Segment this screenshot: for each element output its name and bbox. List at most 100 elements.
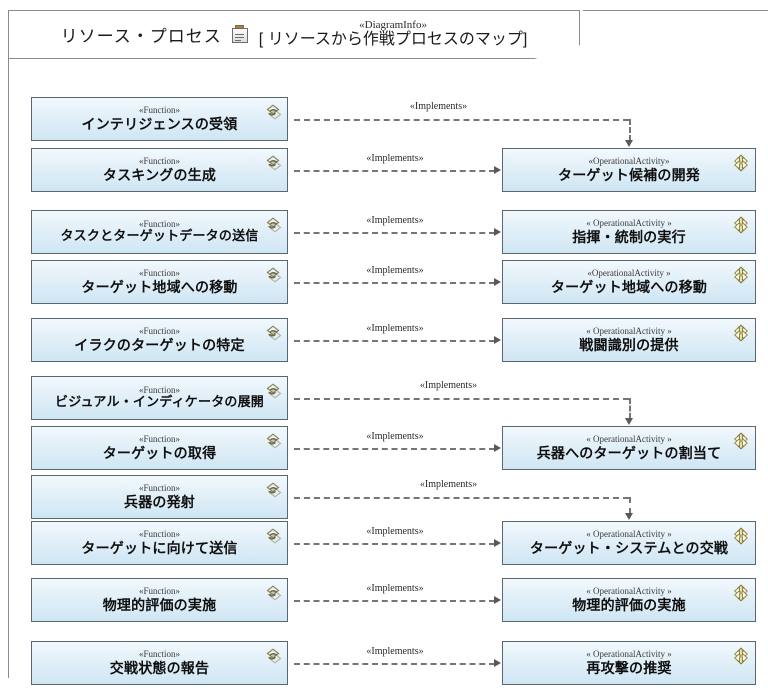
activity-stereotype: « OperationalActivity » <box>586 529 672 540</box>
connector-label: «Implements» <box>366 265 424 276</box>
connector-arrowhead <box>494 659 501 667</box>
operational-activity-icon <box>731 526 751 546</box>
connector-line <box>294 282 495 284</box>
connector-label: «Implements» <box>366 583 424 594</box>
operational-activity-node[interactable]: « OperationalActivity »ターゲット・システムとの交戦 <box>502 521 756 565</box>
operational-activity-icon <box>731 215 751 235</box>
function-stereotype: «Function» <box>138 218 180 229</box>
function-node[interactable]: «Function»インテリジェンスの受領 <box>31 97 288 141</box>
function-node[interactable]: «Function»ビジュアル・インディケータの展開 <box>31 376 288 420</box>
connector-arrowhead <box>494 444 501 452</box>
function-stereotype: «Function» <box>138 384 180 395</box>
connector-arrowhead <box>494 539 501 547</box>
operational-activity-icon <box>731 646 751 666</box>
function-label: 交戦状態の報告 <box>109 659 210 676</box>
function-icon <box>263 265 283 285</box>
connector-label: «Implements» <box>419 380 478 391</box>
connector-line <box>294 448 495 450</box>
activity-stereotype: «OperationalActivity» <box>588 156 670 167</box>
function-icon <box>263 153 283 173</box>
operational-activity-node[interactable]: «OperationalActivity»ターゲット候補の開発 <box>502 148 756 192</box>
operational-activity-node[interactable]: « OperationalActivity »戦闘識別の提供 <box>502 318 756 362</box>
operational-activity-node[interactable]: « OperationalActivity »物理的評価の実施 <box>502 578 756 622</box>
function-node[interactable]: «Function»ターゲット地域への移動 <box>31 260 288 304</box>
frame-top-border <box>583 10 768 11</box>
connector-label: «Implements» <box>366 646 424 657</box>
function-icon <box>263 526 283 546</box>
connector-arrowhead <box>625 513 633 520</box>
connector-line <box>294 340 495 342</box>
function-icon <box>263 215 283 235</box>
connector-label: «Implements» <box>409 101 468 112</box>
function-icon <box>263 102 283 122</box>
connector-line <box>629 497 631 514</box>
function-node[interactable]: «Function»タスクとターゲットデータの送信 <box>31 210 288 254</box>
connector-line <box>294 600 495 602</box>
function-label: タスキングの生成 <box>102 166 217 183</box>
connector-label: «Implements» <box>366 153 424 164</box>
connector-line <box>294 398 629 400</box>
activity-label: 戦闘識別の提供 <box>579 336 679 353</box>
operational-activity-icon <box>731 583 751 603</box>
diagram-title: リソース・プロセス <box>60 27 222 46</box>
function-node[interactable]: «Function»交戦状態の報告 <box>31 641 288 685</box>
function-icon <box>263 583 283 603</box>
operational-activity-icon <box>731 431 751 451</box>
function-stereotype: «Function» <box>138 156 180 167</box>
function-stereotype: «Function» <box>138 483 180 494</box>
connector-label: «Implements» <box>366 215 424 226</box>
activity-stereotype: « OperationalActivity » <box>586 649 672 660</box>
function-label: タスクとターゲットデータの送信 <box>60 228 259 244</box>
connector-arrowhead <box>494 278 501 286</box>
connector-line <box>294 119 629 121</box>
function-node[interactable]: «Function»イラクのターゲットの特定 <box>31 318 288 362</box>
frame-left-border <box>8 10 9 678</box>
function-icon <box>263 323 283 343</box>
connector-line <box>294 497 629 499</box>
function-node[interactable]: «Function»物理的評価の実施 <box>31 578 288 622</box>
activity-label: 物理的評価の実施 <box>572 596 686 613</box>
function-node[interactable]: «Function»ターゲットに向けて送信 <box>31 521 288 565</box>
function-stereotype: «Function» <box>138 268 180 279</box>
function-stereotype: «Function» <box>138 105 180 116</box>
activity-label: 再攻撃の推奨 <box>586 659 672 676</box>
diagram-title-content: リソース・プロセス «DiagramInfo» [ リソースから作戦プロセスのマ… <box>8 10 580 59</box>
function-icon <box>263 646 283 666</box>
connector-arrowhead <box>494 166 501 174</box>
function-stereotype: «Function» <box>138 529 180 540</box>
function-stereotype: «Function» <box>138 434 180 445</box>
operational-activity-node[interactable]: «OperationalActivity »ターゲット地域への移動 <box>502 260 756 304</box>
connector-arrowhead <box>625 418 633 425</box>
connector-arrowhead <box>625 140 633 147</box>
activity-label: 兵器へのターゲットの割当て <box>536 444 722 461</box>
function-icon <box>263 431 283 451</box>
function-label: ターゲット地域への移動 <box>81 278 238 295</box>
operational-activity-icon <box>731 153 751 173</box>
function-node[interactable]: «Function»ターゲットの取得 <box>31 426 288 470</box>
function-node[interactable]: «Function»タスキングの生成 <box>31 148 288 192</box>
function-icon <box>263 381 283 401</box>
connector-arrowhead <box>494 228 501 236</box>
connector-line <box>294 663 495 665</box>
operational-activity-node[interactable]: « OperationalActivity »兵器へのターゲットの割当て <box>502 426 756 470</box>
connector-label: «Implements» <box>419 479 478 490</box>
function-stereotype: «Function» <box>138 649 180 660</box>
operational-activity-node[interactable]: « OperationalActivity »指揮・統制の実行 <box>502 210 756 254</box>
function-icon <box>263 480 283 500</box>
connector-arrowhead <box>494 336 501 344</box>
connector-line <box>294 543 495 545</box>
connector-line <box>629 119 631 141</box>
activity-stereotype: « OperationalActivity » <box>586 326 672 337</box>
operational-activity-node[interactable]: « OperationalActivity »再攻撃の推奨 <box>502 641 756 685</box>
activity-stereotype: « OperationalActivity » <box>586 586 672 597</box>
function-node[interactable]: «Function»兵器の発射 <box>31 475 288 519</box>
function-label: ターゲットに向けて送信 <box>81 539 238 556</box>
function-label: イラクのターゲットの特定 <box>74 336 245 353</box>
connector-line <box>629 398 631 419</box>
diagram-title-stereotype: «DiagramInfo» <box>359 19 427 32</box>
function-label: ビジュアル・インディケータの展開 <box>55 394 264 410</box>
connector-label: «Implements» <box>366 431 424 442</box>
operational-activity-icon <box>731 323 751 343</box>
connector-label: «Implements» <box>366 323 424 334</box>
activity-label: ターゲット・システムとの交戦 <box>529 539 729 556</box>
